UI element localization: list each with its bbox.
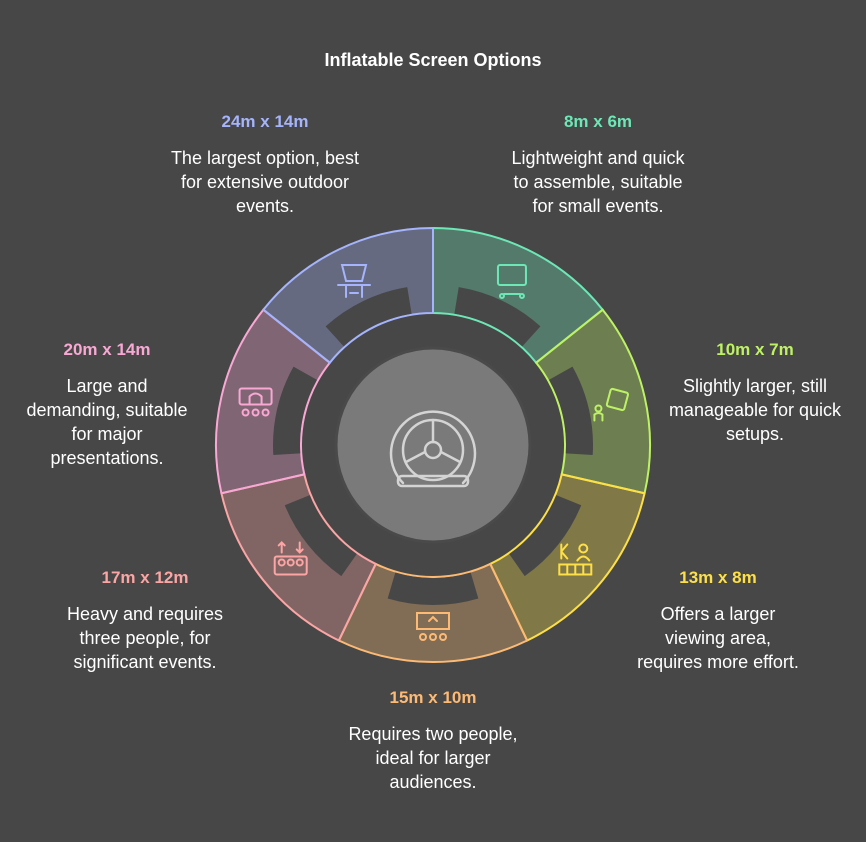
option-label-17x12: 17m x 12m Heavy and requires three peopl… — [55, 568, 235, 674]
three-people-lifting-icon — [273, 541, 308, 576]
option-description: Offers a larger viewing area, requires m… — [637, 604, 799, 672]
ring-notch — [454, 287, 541, 347]
ring-notch — [509, 495, 582, 577]
option-label-20x14: 20m x 14m Large and demanding, suitable … — [17, 340, 197, 470]
ring-notch — [273, 366, 318, 456]
option-description: Slightly larger, still manageable for qu… — [668, 376, 842, 444]
projection-screen-icon — [496, 264, 527, 300]
option-description: Requires two people, ideal for larger au… — [348, 724, 518, 792]
option-label-15x10: 15m x 10m Requires two people, ideal for… — [338, 688, 528, 794]
ring-notch — [325, 287, 412, 347]
option-label-10x7: 10m x 7m Slightly larger, still manageab… — [660, 340, 850, 446]
ring-notch — [548, 366, 593, 456]
option-description: Lightweight and quick to assemble, suita… — [511, 148, 685, 216]
option-size: 13m x 8m — [679, 568, 757, 587]
option-size: 15m x 10m — [389, 688, 477, 707]
theater-audience-icon — [416, 612, 450, 641]
option-description: Heavy and requires three people, for sig… — [66, 604, 224, 672]
person-with-screen-icon — [593, 387, 630, 422]
ring-notch — [387, 572, 479, 606]
option-size: 8m x 6m — [563, 112, 633, 131]
option-size: 20m x 14m — [63, 340, 151, 359]
option-label-24x14: 24m x 14m The largest option, best for e… — [170, 112, 360, 218]
audience-hall-icon — [238, 387, 273, 417]
option-description: Large and demanding, suitable for major … — [26, 376, 188, 468]
presenter-stage-icon — [558, 543, 593, 576]
option-description: The largest option, best for extensive o… — [170, 148, 360, 216]
ring-segment — [261, 226, 434, 365]
option-size: 17m x 12m — [101, 568, 189, 587]
large-screen-stand-icon — [337, 264, 372, 299]
inflatable-screen-icon — [389, 410, 477, 488]
diagram-title: Inflatable Screen Options — [324, 50, 542, 70]
option-label-13x8: 13m x 8m Offers a larger viewing area, r… — [633, 568, 803, 674]
option-label-8x6: 8m x 6m Lightweight and quick to assembl… — [503, 112, 693, 218]
ring-notch — [284, 495, 357, 577]
option-size: 10m x 7m — [716, 340, 794, 359]
center-hub — [334, 346, 532, 544]
option-size: 24m x 14m — [221, 112, 309, 131]
